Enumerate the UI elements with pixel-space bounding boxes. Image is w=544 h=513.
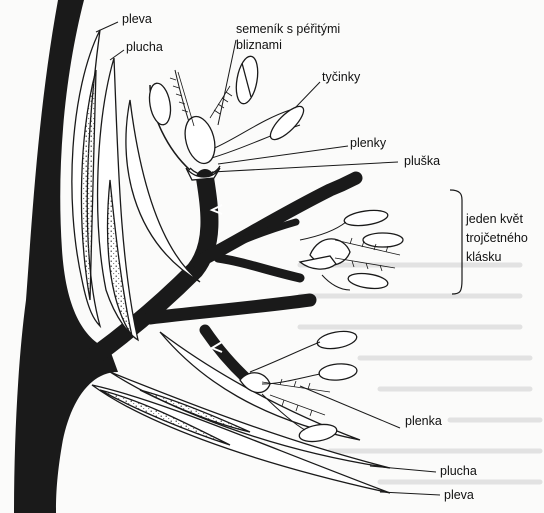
label-plucha-top: plucha xyxy=(126,40,163,55)
label-plenka: plenka xyxy=(405,414,442,429)
label-pleva-bottom: pleva xyxy=(444,488,474,503)
label-jeden-line2: trojčetného xyxy=(466,231,528,246)
label-plucha-bottom: plucha xyxy=(440,464,477,479)
label-pluska: pluška xyxy=(404,154,440,169)
top-floret xyxy=(147,55,309,180)
label-pleva-top: pleva xyxy=(122,12,152,27)
label-semenik-line1: semeník s péřitými xyxy=(236,22,340,37)
middle-floret xyxy=(300,208,403,291)
label-jeden-line1: jeden květ xyxy=(466,212,523,227)
label-plenky: plenky xyxy=(350,136,386,151)
label-jeden-line3: klásku xyxy=(466,250,501,265)
label-tycinky: tyčinky xyxy=(322,70,360,85)
label-semenik-line2: bliznami xyxy=(236,38,282,53)
lower-floret xyxy=(240,329,358,445)
branches xyxy=(96,178,356,380)
